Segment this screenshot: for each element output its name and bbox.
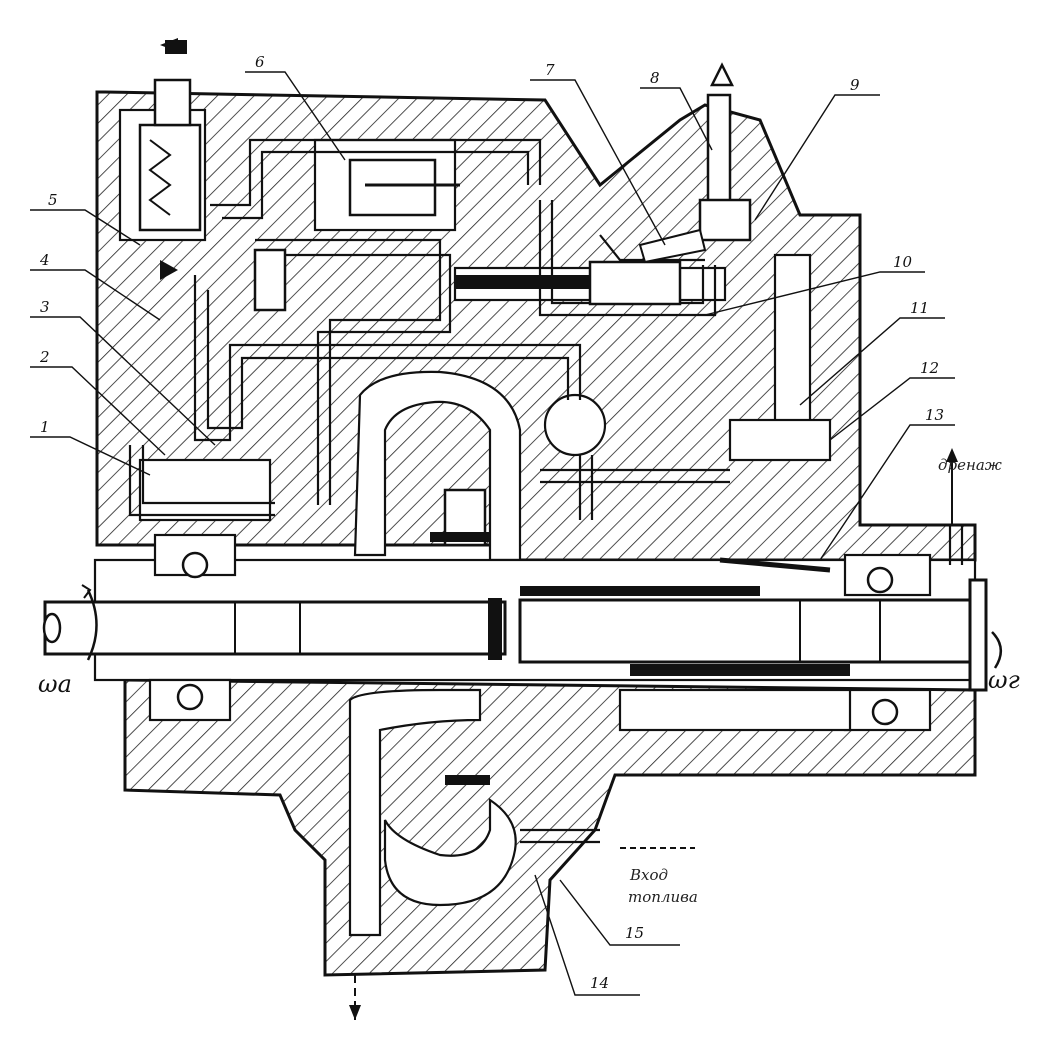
callout-7: 7 <box>545 61 555 79</box>
callout-13: 13 <box>925 406 944 424</box>
callout-8: 8 <box>650 69 660 87</box>
rotation-arrows <box>81 584 1002 669</box>
callout-3: 3 <box>40 298 50 316</box>
callout-10: 10 <box>893 253 913 271</box>
callout-2: 2 <box>39 348 50 366</box>
fuel-inlet-label-line1: Вход <box>629 866 668 884</box>
callout-6: 6 <box>255 53 265 71</box>
bearings <box>176 551 899 726</box>
callout-5: 5 <box>48 191 58 209</box>
fuel-inlet-label-line2: топлива <box>628 888 698 906</box>
callout-labels: 1 2 3 4 5 6 7 8 9 10 11 12 13 14 15 <box>39 53 944 992</box>
external-fittings <box>160 38 958 1020</box>
callout-9: 9 <box>850 76 860 94</box>
callout-11: 11 <box>910 299 929 317</box>
input-shaft <box>42 598 507 660</box>
leader-lines <box>30 71 955 996</box>
input-shaft-speed-label: ωa <box>38 670 72 698</box>
callout-1: 1 <box>40 418 50 436</box>
valve-internals <box>138 78 831 785</box>
oil-channels <box>128 138 964 844</box>
callout-14: 14 <box>590 974 609 992</box>
output-shaft <box>518 578 988 692</box>
text-labels: ωa ωг дренаж Вход топлива <box>38 456 1020 906</box>
drain-label: дренаж <box>938 456 1002 474</box>
output-shaft-speed-label: ωг <box>988 666 1020 694</box>
callout-12: 12 <box>920 359 939 377</box>
callout-4: 4 <box>39 251 50 269</box>
callout-15: 15 <box>625 924 644 942</box>
